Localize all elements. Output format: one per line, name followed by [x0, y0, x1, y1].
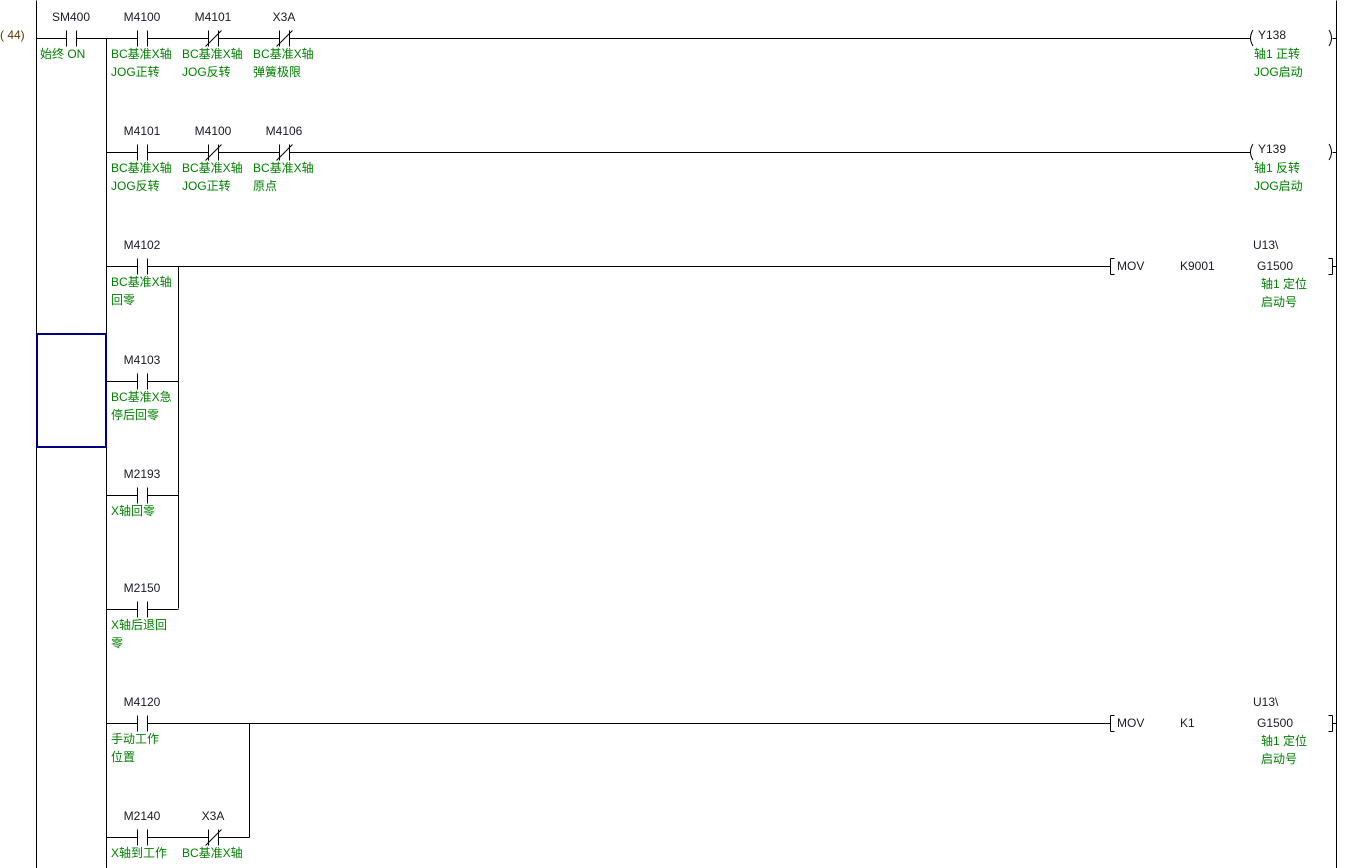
device-comment: 手动工作	[111, 732, 160, 746]
nc-slash	[205, 30, 222, 47]
no-contact-m4101[interactable]: M4101	[123, 124, 161, 138]
no-contact-m2193[interactable]: M2193	[123, 467, 161, 481]
device-comment: 始终 ON	[40, 47, 86, 61]
device-comment: 回零	[111, 293, 136, 307]
no-contact-m4102[interactable]: M4102	[123, 238, 161, 252]
nc-slash	[276, 144, 293, 161]
device-comment: BC基准X轴	[111, 161, 172, 175]
coil-bracket	[1250, 143, 1254, 161]
module-prefix: U13\	[1253, 695, 1279, 709]
no-contact-sm400[interactable]: SM400	[51, 10, 91, 24]
coil-comment: JOG启动	[1254, 179, 1303, 193]
operand-comment: 启动号	[1261, 752, 1298, 766]
nc-slash	[205, 829, 222, 846]
device-comment: X轴回零	[111, 504, 156, 518]
device-comment: 弹簧极限	[253, 65, 302, 79]
coil-y138[interactable]: Y138	[1258, 28, 1287, 42]
instruction-mov[interactable]: MOV	[1117, 259, 1145, 273]
device-comment: BC基准X轴	[111, 275, 172, 289]
device-comment: BC基准X轴	[182, 47, 243, 61]
operand-comment: 启动号	[1261, 295, 1298, 309]
step-number: ( 44)	[0, 28, 25, 42]
coil-bracket	[1250, 29, 1254, 47]
device-comment: JOG正转	[182, 179, 231, 193]
device-comment: 原点	[253, 179, 278, 193]
instruction-source-operand: K9001	[1180, 259, 1215, 273]
coil-comment: 轴1 反转	[1254, 161, 1301, 175]
no-contact-m4103[interactable]: M4103	[123, 353, 161, 367]
device-comment: BC基准X轴	[111, 47, 172, 61]
no-contact-m2140[interactable]: M2140	[123, 809, 161, 823]
nc-contact-m4101[interactable]: M4101	[194, 10, 232, 24]
coil-bracket	[1328, 29, 1332, 47]
coil-comment: JOG启动	[1254, 65, 1303, 79]
instruction-dest-operand: G1500	[1257, 259, 1294, 273]
device-comment: 停后回零	[111, 408, 160, 422]
device-comment: 零	[111, 636, 124, 650]
device-comment: BC基准X轴	[253, 161, 314, 175]
device-comment: BC基准X轴	[182, 846, 243, 860]
coil-bracket	[1328, 143, 1332, 161]
coil-comment: 轴1 正转	[1254, 47, 1301, 61]
nc-contact-m4100[interactable]: M4100	[194, 124, 232, 138]
module-prefix: U13\	[1253, 238, 1279, 252]
cursor-selection[interactable]	[36, 333, 107, 448]
no-contact-m4120[interactable]: M4120	[123, 695, 161, 709]
nc-slash	[276, 30, 293, 47]
device-comment: BC基准X轴	[182, 161, 243, 175]
operand-comment: 轴1 定位	[1261, 277, 1308, 291]
instruction-mov[interactable]: MOV	[1117, 716, 1145, 730]
device-comment: JOG正转	[111, 65, 160, 79]
nc-contact-x3a[interactable]: X3A	[272, 10, 296, 24]
instruction-dest-operand: G1500	[1257, 716, 1294, 730]
no-contact-m4100[interactable]: M4100	[123, 10, 161, 24]
nc-slash	[205, 144, 222, 161]
operand-comment: 轴1 定位	[1261, 734, 1308, 748]
device-comment: JOG反转	[111, 179, 160, 193]
instruction-source-operand: K1	[1180, 716, 1195, 730]
nc-contact-m4106[interactable]: M4106	[265, 124, 303, 138]
device-comment: BC基准X轴	[253, 47, 314, 61]
device-comment: JOG反转	[182, 65, 231, 79]
no-contact-m2150[interactable]: M2150	[123, 581, 161, 595]
nc-contact-x3a[interactable]: X3A	[201, 809, 225, 823]
device-comment: X轴到工作	[111, 846, 168, 860]
device-comment: BC基准X急	[111, 390, 172, 404]
device-comment: X轴后退回	[111, 618, 168, 632]
coil-y139[interactable]: Y139	[1258, 142, 1287, 156]
device-comment: 位置	[111, 750, 136, 764]
